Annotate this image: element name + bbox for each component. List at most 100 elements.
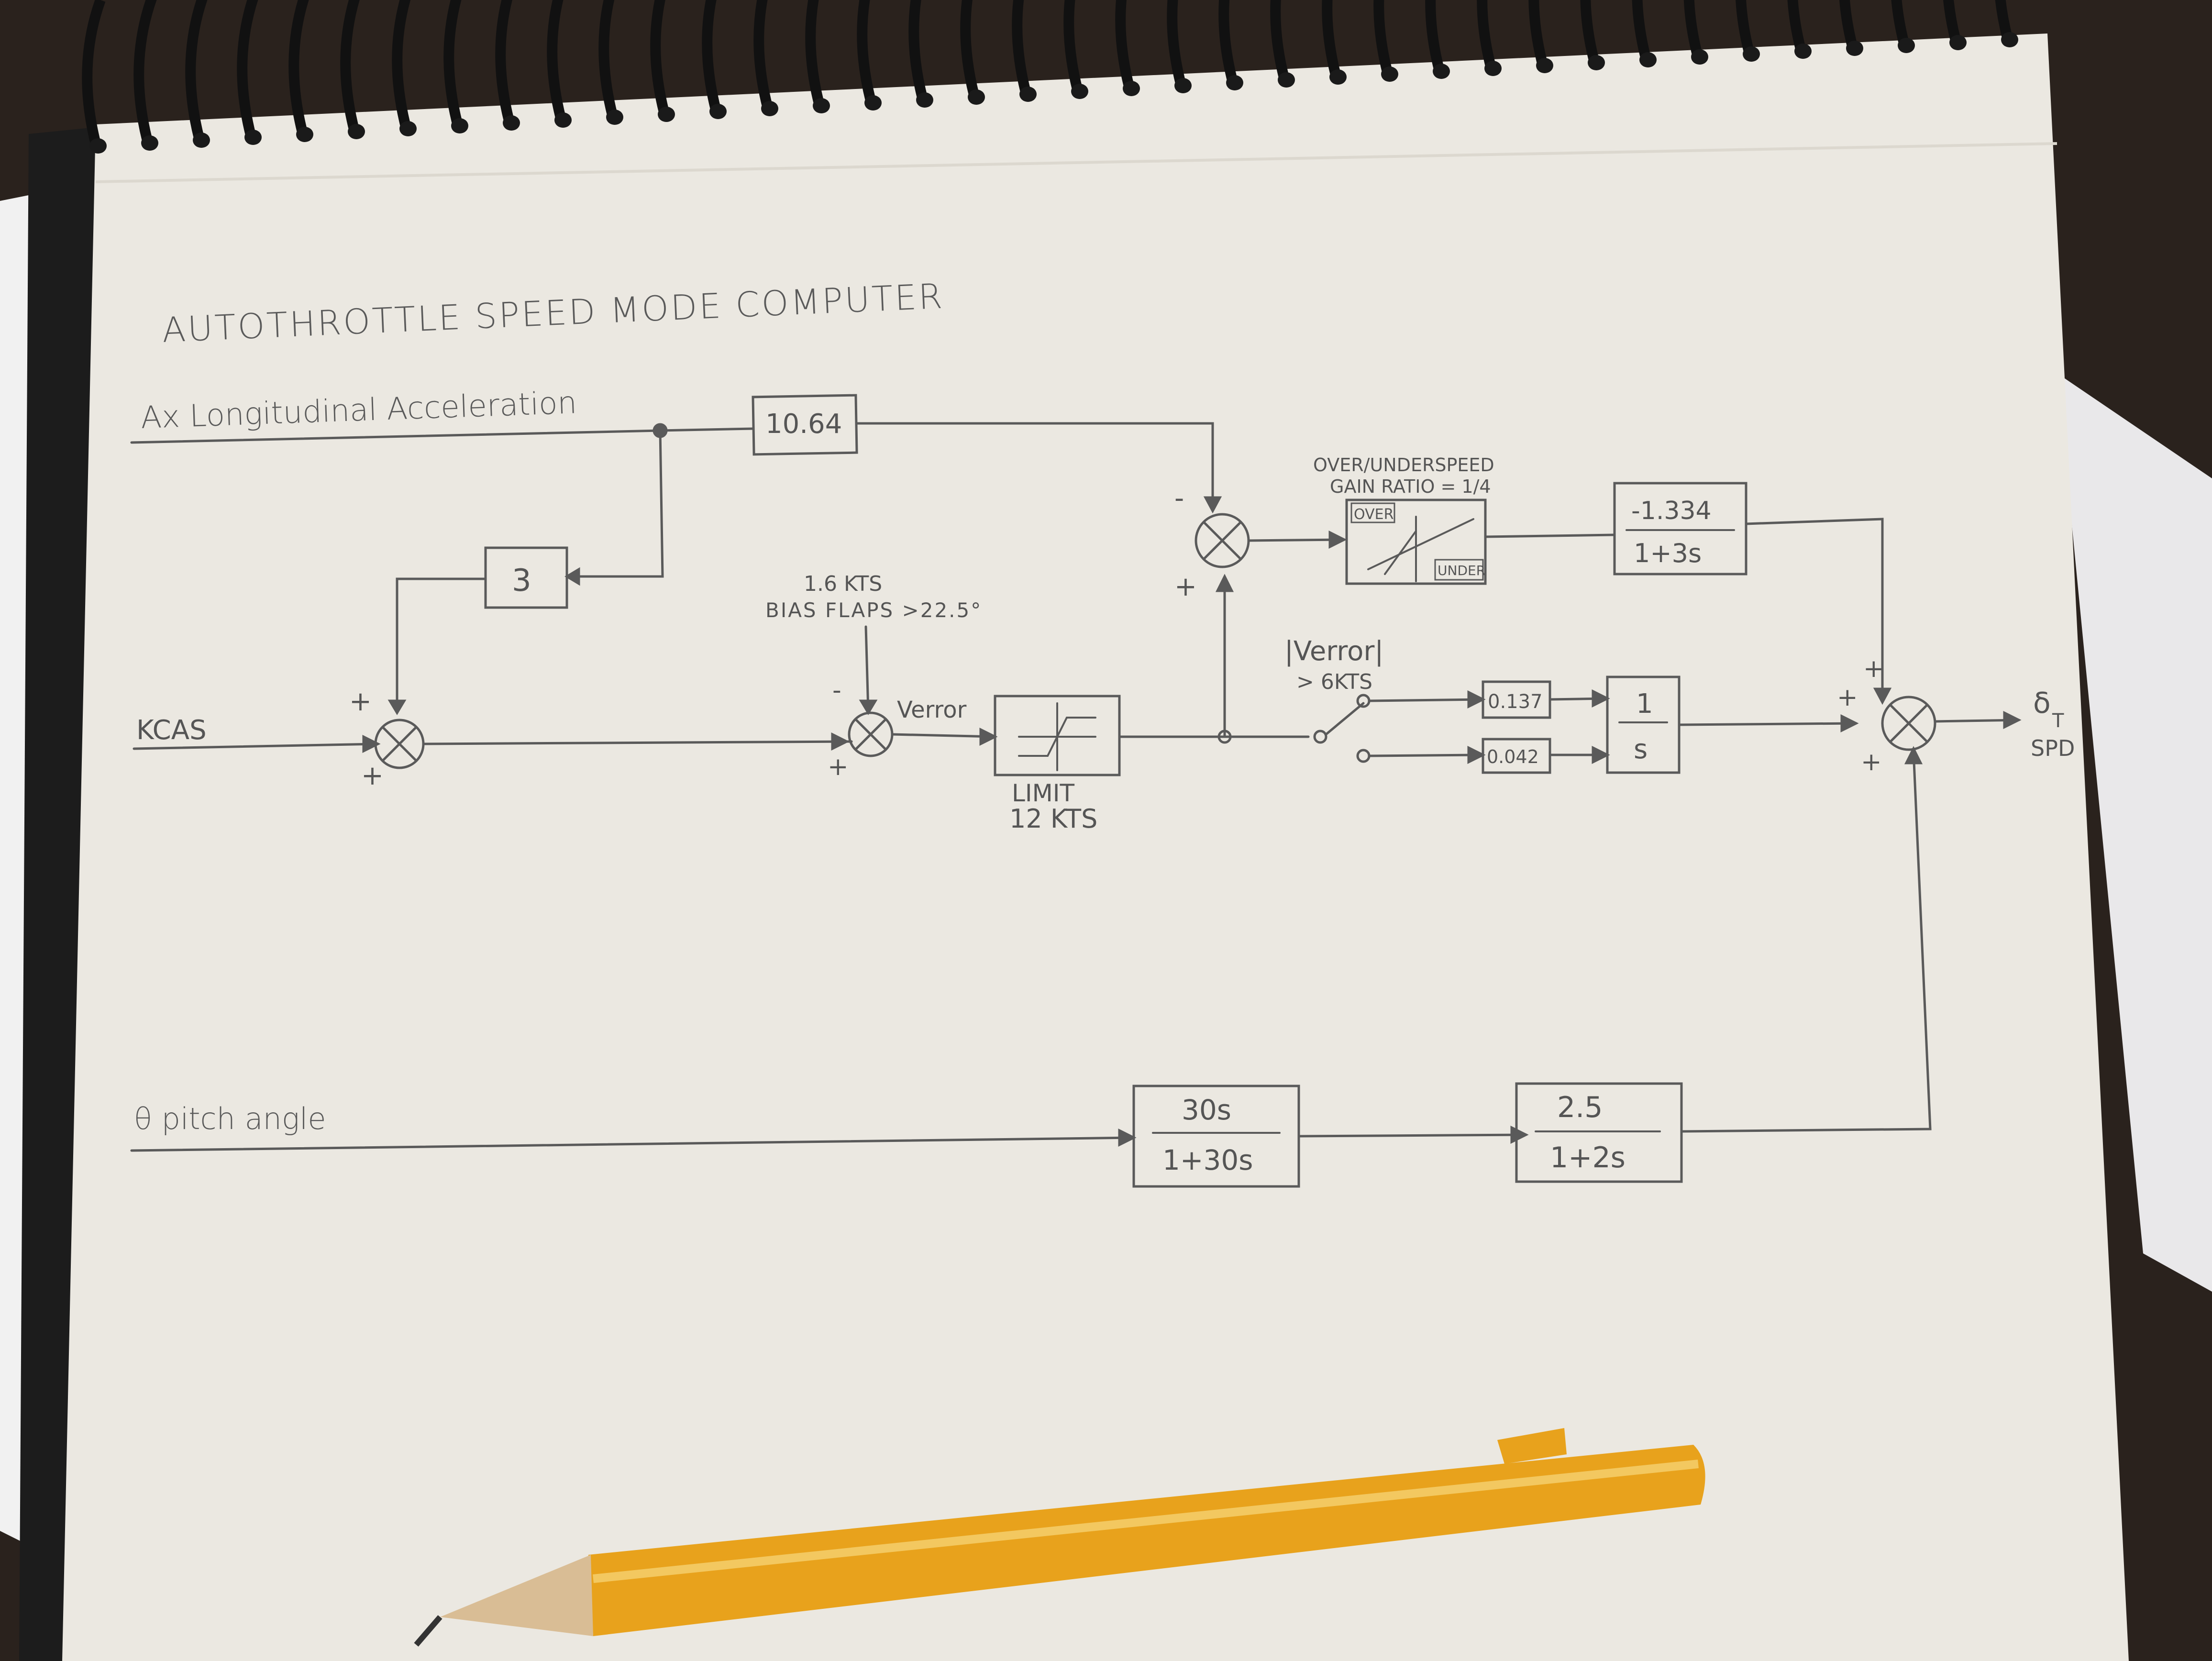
limit-label-line2: 12 KTS: [1009, 804, 1097, 834]
output-symbol: δ: [2033, 687, 2051, 720]
summing-junction-output-cross: [1889, 704, 1928, 743]
lag-block: [1613, 482, 1747, 576]
spiral-ring: [1683, 0, 1703, 56]
under-label: UNDER: [1438, 563, 1485, 578]
spiral-hole: [968, 89, 985, 105]
spiral-hole: [1381, 66, 1398, 82]
notebook-page: [62, 33, 2129, 1661]
switch-label-line1: |Verror|: [1284, 636, 1383, 667]
switch-pivot: [1313, 730, 1327, 744]
spiral-ring: [1218, 0, 1238, 82]
ax-to-gain-line: [659, 427, 755, 432]
spiral-ring: [1322, 0, 1341, 76]
spiral-hole: [296, 127, 313, 142]
arrow-into-limit: [979, 727, 998, 746]
sign-output-top: +: [1863, 654, 1884, 683]
spiral-hole: [554, 112, 572, 128]
sign-kcas-bottom: +: [361, 760, 384, 791]
bias-to-sum-line: [864, 625, 870, 713]
spiral-ring: [805, 0, 824, 105]
sign-accel-top: -: [1174, 483, 1184, 514]
input-label-theta: θ pitch angle: [134, 1101, 326, 1136]
spiral-hole: [1484, 61, 1502, 76]
overunder-gain-block: [1345, 498, 1487, 585]
overunder-label-line1: OVER/UNDERSPEED: [1313, 454, 1494, 476]
spiral-hole: [1123, 81, 1140, 96]
integrator-denominator: s: [1634, 734, 1648, 765]
gain-low-label: 0.042: [1487, 746, 1539, 767]
arrow-into-final-sum-left: [1840, 714, 1859, 733]
spiral-ring: [185, 0, 208, 139]
spiral-ring: [960, 0, 979, 96]
gain-high-label: 0.137: [1488, 691, 1543, 713]
sign-kcas-top: +: [349, 686, 372, 717]
sum-to-overunder-line: [1247, 538, 1346, 542]
summing-junction-kcas-cross: [381, 726, 418, 762]
spiral-hole: [1226, 75, 1243, 90]
lag-to-final-sum-line: [1745, 518, 1884, 702]
spiral-binding: [82, 0, 2018, 154]
spiral-ring: [598, 0, 618, 116]
ax-to-gain3-line: [565, 429, 664, 578]
spiral-hole: [1329, 69, 1347, 85]
spiral-hole: [658, 107, 675, 122]
lag-denominator: 1+3s: [1634, 538, 1702, 568]
switch-high-line: [1368, 698, 1484, 702]
summing-junction-accel-cross: [1203, 521, 1242, 560]
arrow-output: [2003, 710, 2022, 730]
pitch-lag-numerator: 2.5: [1557, 1091, 1603, 1124]
spiral-hole: [1536, 58, 1553, 73]
spiral-hole: [503, 115, 520, 131]
pitch-to-final-sum-line: [1680, 750, 1932, 1133]
spiral-ring: [1063, 0, 1083, 90]
pitch-lag-denominator: 1+2s: [1550, 1141, 1626, 1174]
arrow-into-gain-high: [1467, 690, 1486, 709]
spiral-ring: [547, 0, 566, 119]
overunder-label-line2: GAIN RATIO = 1/4: [1330, 476, 1491, 497]
spiral-hole: [1846, 41, 1863, 56]
spiral-ring: [1012, 0, 1031, 93]
spiral-ring: [857, 0, 876, 102]
spiral-hole: [2001, 32, 2018, 47]
spiral-ring: [650, 0, 669, 113]
switch-label-line2: > 6KTS: [1296, 670, 1372, 694]
arrow-into-sum-kcas-top: [387, 699, 407, 715]
lag-numerator: -1.334: [1631, 497, 1712, 525]
spiral-ring: [1425, 0, 1444, 70]
sign-verror-top: -: [832, 676, 841, 705]
over-tag: [1350, 502, 1395, 523]
spiral-ring: [1787, 0, 1806, 50]
spiral-hole: [1898, 38, 1915, 53]
spiral-ring: [392, 0, 411, 128]
output-subscript: T: [2052, 710, 2064, 732]
spiral-ring: [1995, 0, 2013, 39]
spiral-hole: [348, 124, 365, 139]
switch-arm: [1325, 702, 1365, 736]
washout-to-pitch-line: [1297, 1133, 1527, 1138]
spiral-ring: [340, 0, 360, 131]
input-label-kcas: KCAS: [136, 715, 207, 746]
spiral-ring: [495, 0, 514, 122]
sign-output-bottom: +: [1861, 748, 1882, 776]
spiral-ring: [443, 0, 463, 125]
sign-accel-bottom: +: [1174, 571, 1197, 602]
under-tag: [1434, 559, 1484, 581]
switch-low-line: [1368, 753, 1484, 757]
spiral-ring: [753, 0, 773, 108]
spiral-hole: [1794, 44, 1812, 59]
overunder-to-lag-line: [1484, 533, 1616, 538]
spiral-hole: [606, 110, 623, 125]
arrow-into-gain-low: [1467, 745, 1486, 764]
arrows-into-integrator: [1592, 689, 1610, 764]
arrow-into-final-sum-top: [1873, 687, 1892, 705]
spiral-hole: [451, 118, 468, 133]
spiral-ring: [1580, 0, 1599, 62]
spiral-hole: [1278, 72, 1295, 88]
spiral-ring: [1270, 0, 1289, 79]
overunder-curve-icon: [1367, 516, 1474, 582]
kcas-signal-line: [133, 742, 379, 750]
spiral-ring: [133, 0, 157, 142]
spiral-hole: [1639, 52, 1657, 67]
spiral-ring: [1167, 0, 1186, 85]
